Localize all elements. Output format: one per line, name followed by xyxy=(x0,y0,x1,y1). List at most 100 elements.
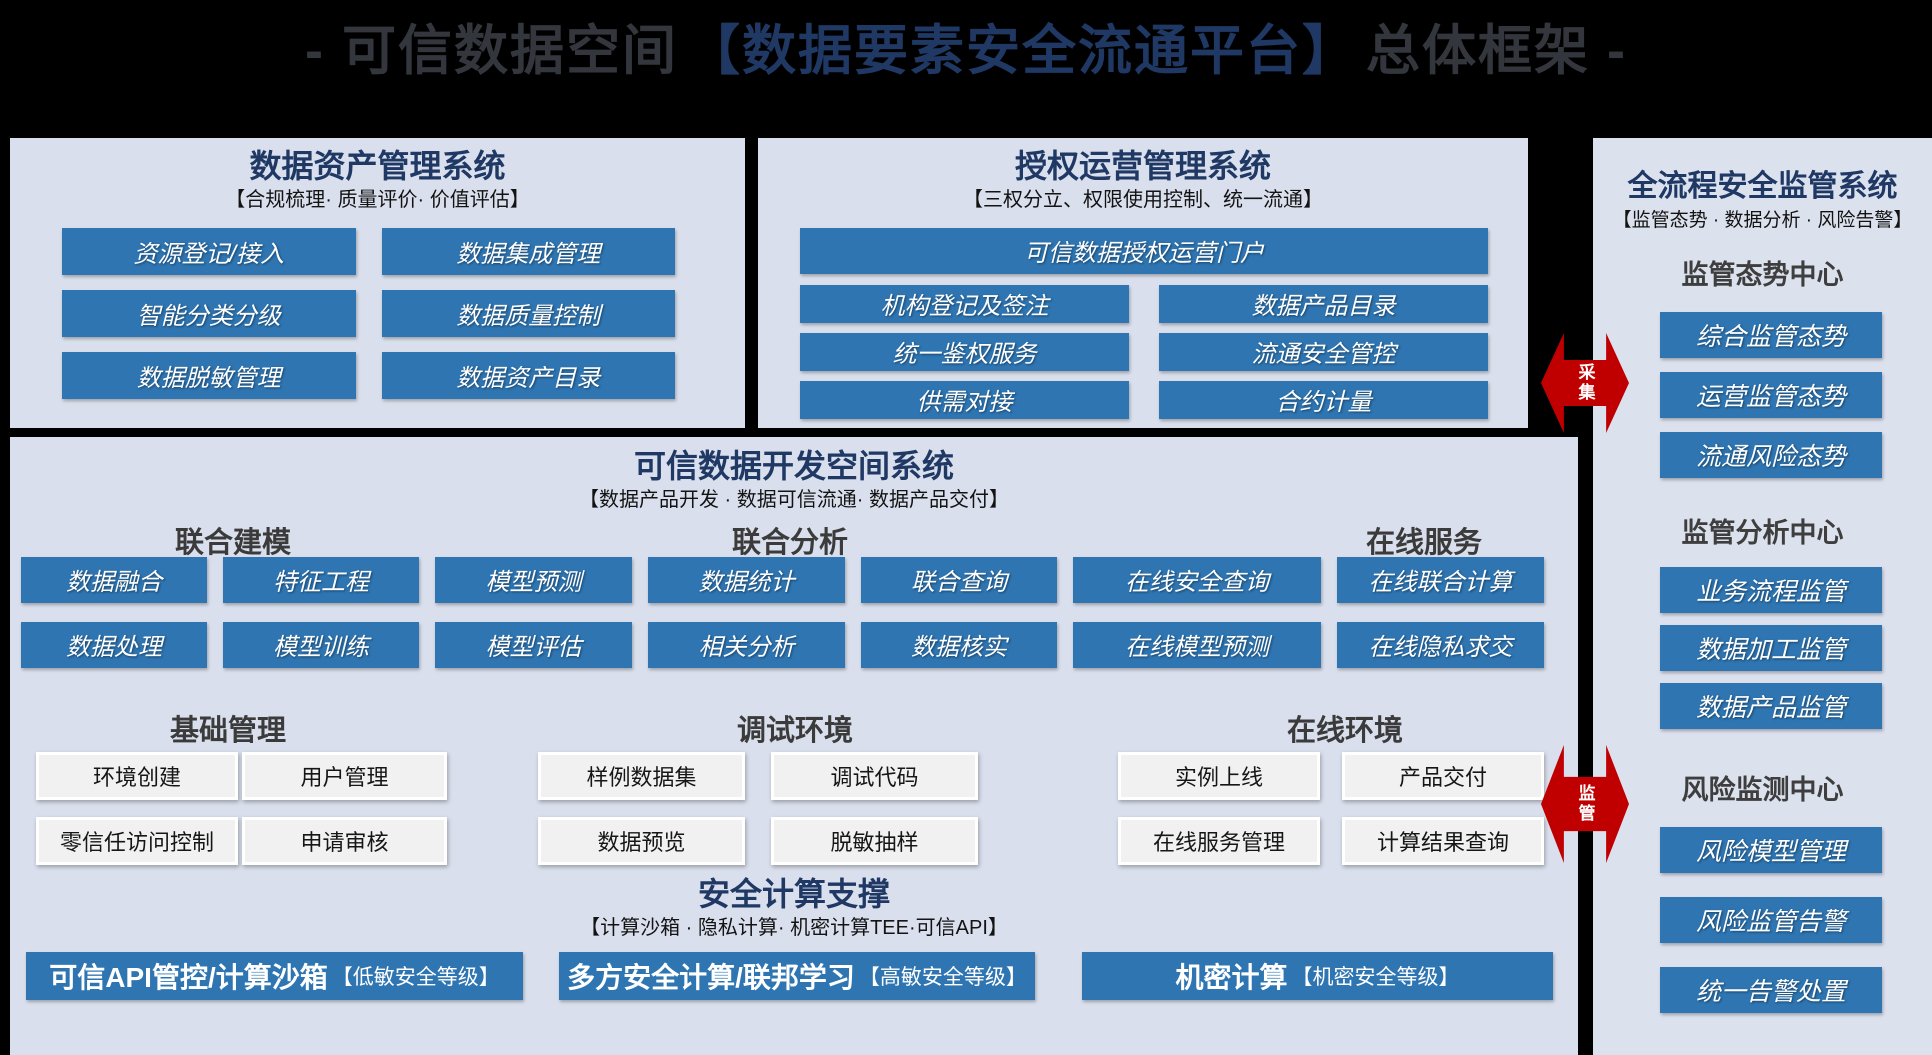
sup-module-chip: 业务流程监管 xyxy=(1660,567,1882,614)
asset-panel-title: 数据资产管理系统 xyxy=(249,148,506,184)
auth-panel-title: 授权运营管理系统 xyxy=(1014,148,1271,184)
basic-management-group: 零信任访问控制 申请审核 xyxy=(36,816,447,865)
env-module-chip: 零信任访问控制 xyxy=(36,816,238,865)
page-title: - 可信数据空间【数据要素安全流通平台】总体框架 - xyxy=(0,6,1932,85)
auth-module-chip: 合约计量 xyxy=(1159,380,1488,419)
title-suffix: 总体框架 - xyxy=(1366,21,1627,81)
dev-module-chip: 模型训练 xyxy=(223,621,419,668)
env-row-2: 零信任访问控制 申请审核 数据预览 脱敏抽样 在线服务管理 计算结果查询 xyxy=(10,816,1578,865)
env-module-chip: 环境创建 xyxy=(36,751,238,800)
sup-panel-subtitle: 【监管态势 · 数据分析 · 风险告警】 xyxy=(1612,209,1913,231)
asset-module-chip: 资源登记/接入 xyxy=(62,227,356,275)
dev-module-chip: 在线模型预测 xyxy=(1073,621,1321,668)
section-header: 风险监测中心 xyxy=(1681,775,1844,806)
banner-label: 多方安全计算/联邦学习 xyxy=(567,961,855,993)
dev-module-chip: 数据核实 xyxy=(861,621,1057,668)
dev-module-chip: 在线安全查询 xyxy=(1073,556,1321,603)
supervision-analysis-section: 监管分析中心 业务流程监管 数据加工监管 数据产品监管 xyxy=(1593,511,1932,730)
secure-banner-sandbox: 可信API管控/计算沙箱 【低敏安全等级】 xyxy=(26,951,523,1000)
group-header-joint-analysis: 联合分析 xyxy=(731,526,849,559)
secure-banner-mpc: 多方安全计算/联邦学习 【高敏安全等级】 xyxy=(559,951,1035,1000)
security-supervision-panel: 全流程安全监管系统 【监管态势 · 数据分析 · 风险告警】 监管态势中心 综合… xyxy=(1593,138,1932,1055)
dev-module-chip: 在线隐私求交 xyxy=(1337,621,1544,668)
sup-module-chip: 数据加工监管 xyxy=(1660,625,1882,672)
dev-module-chip: 数据融合 xyxy=(21,556,207,603)
env-row-1: 环境创建 用户管理 样例数据集 调试代码 实例上线 产品交付 xyxy=(10,751,1578,800)
env-module-chip: 用户管理 xyxy=(242,751,447,800)
group-header-basic-management: 基础管理 xyxy=(169,714,287,747)
env-module-chip: 计算结果查询 xyxy=(1342,816,1544,865)
secure-banner-confidential: 机密计算 【机密安全等级】 xyxy=(1082,951,1553,1000)
asset-module-chip: 数据集成管理 xyxy=(381,227,675,275)
asset-panel-subtitle: 【合规梳理· 质量评价· 价值评估】 xyxy=(225,188,530,211)
env-module-chip: 在线服务管理 xyxy=(1118,816,1320,865)
auth-module-chip: 数据产品目录 xyxy=(1159,284,1488,323)
dev-group-headers: 联合建模 联合分析 在线服务 xyxy=(10,519,1578,559)
dev-panel-title: 可信数据开发空间系统 xyxy=(633,448,954,484)
asset-module-chip: 智能分类分级 xyxy=(62,289,356,337)
section-buttons: 综合监管态势 运营监管态势 流通风险态势 xyxy=(1593,312,1932,479)
debug-environment-group: 样例数据集 调试代码 xyxy=(538,751,978,800)
dev-panel-subtitle: 【数据产品开发 · 数据可信流通· 数据产品交付】 xyxy=(579,488,1009,511)
title-prefix: - 可信数据空间 xyxy=(305,21,678,81)
sup-module-chip: 数据产品监管 xyxy=(1660,683,1882,730)
dev-module-chip: 在线联合计算 xyxy=(1337,556,1544,603)
secure-compute-subtitle: 【计算沙箱 · 隐私计算· 机密计算TEE·可信API】 xyxy=(580,916,1008,939)
risk-monitoring-section: 风险监测中心 风险模型管理 风险监管告警 统一告警处置 xyxy=(1593,768,1932,1014)
online-environment-group: 在线服务管理 计算结果查询 xyxy=(1118,816,1544,865)
env-module-chip: 数据预览 xyxy=(538,816,745,865)
banner-security-level: 【机密安全等级】 xyxy=(1291,965,1460,989)
banner-label: 可信API管控/计算沙箱 xyxy=(49,961,328,993)
auth-module-chip: 统一鉴权服务 xyxy=(800,332,1129,371)
section-header: 监管态势中心 xyxy=(1681,260,1844,291)
dev-module-chip: 相关分析 xyxy=(648,621,845,668)
dev-module-chip: 特征工程 xyxy=(223,556,419,603)
env-module-chip: 样例数据集 xyxy=(538,751,745,800)
banner-label: 机密计算 xyxy=(1175,961,1288,993)
section-buttons: 业务流程监管 数据加工监管 数据产品监管 xyxy=(1593,567,1932,730)
env-module-chip: 脱敏抽样 xyxy=(771,816,978,865)
secure-compute-title: 安全计算支撑 xyxy=(697,875,890,912)
sup-panel-title: 全流程安全监管系统 xyxy=(1627,170,1898,203)
debug-environment-group: 数据预览 脱敏抽样 xyxy=(538,816,978,865)
sup-module-chip: 风险模型管理 xyxy=(1660,827,1882,874)
auth-module-chip: 流通安全管控 xyxy=(1159,332,1488,371)
env-module-chip: 实例上线 xyxy=(1118,751,1320,800)
sup-module-chip: 综合监管态势 xyxy=(1660,312,1882,359)
basic-management-group: 环境创建 用户管理 xyxy=(36,751,447,800)
collect-arrow-label: 采集 xyxy=(1575,363,1595,403)
trusted-data-dev-space-panel: 可信数据开发空间系统 【数据产品开发 · 数据可信流通· 数据产品交付】 联合建… xyxy=(10,437,1578,1055)
supervision-situation-section: 监管态势中心 综合监管态势 运营监管态势 流通风险态势 xyxy=(1593,253,1932,479)
sup-module-chip: 风险监管告警 xyxy=(1660,897,1882,944)
group-header-online-environment: 在线环境 xyxy=(1286,714,1404,747)
auth-panel-subtitle: 【三权分立、权限使用控制、统一流通】 xyxy=(963,188,1323,211)
banner-security-level: 【低敏安全等级】 xyxy=(331,965,500,989)
online-environment-group: 实例上线 产品交付 xyxy=(1118,751,1544,800)
auth-module-chip: 供需对接 xyxy=(800,380,1129,419)
env-module-chip: 调试代码 xyxy=(771,751,978,800)
env-module-chip: 申请审核 xyxy=(242,816,447,865)
asset-module-chip: 数据资产目录 xyxy=(381,351,675,399)
env-module-chip: 产品交付 xyxy=(1342,751,1544,800)
dev-module-row-2: 数据处理 模型训练 模型评估 相关分析 数据核实 在线模型预测 在线隐私求交 xyxy=(10,621,1578,668)
dev-module-chip: 数据统计 xyxy=(648,556,845,603)
asset-module-chip: 数据脱敏管理 xyxy=(62,351,356,399)
group-header-online-service: 在线服务 xyxy=(1365,526,1483,559)
auth-module-chip: 机构登记及签注 xyxy=(800,284,1129,323)
auth-button-grid: 机构登记及签注 数据产品目录 统一鉴权服务 流通安全管控 供需对接 合约计量 xyxy=(800,284,1488,419)
dev-module-chip: 数据处理 xyxy=(21,621,207,668)
sup-module-chip: 运营监管态势 xyxy=(1660,372,1882,419)
asset-module-chip: 数据质量控制 xyxy=(381,289,675,337)
group-header-debug-environment: 调试环境 xyxy=(736,714,854,747)
sup-module-chip: 流通风险态势 xyxy=(1660,432,1882,479)
dev-module-row-1: 数据融合 特征工程 模型预测 数据统计 联合查询 在线安全查询 在线联合计算 xyxy=(10,556,1578,603)
authorized-operation-panel: 授权运营管理系统 【三权分立、权限使用控制、统一流通】 可信数据授权运营门户 机… xyxy=(758,138,1528,428)
dev-module-chip: 模型评估 xyxy=(435,621,632,668)
asset-button-grid: 资源登记/接入 数据集成管理 智能分类分级 数据质量控制 数据脱敏管理 数据资产… xyxy=(62,227,675,399)
trusted-data-portal-chip: 可信数据授权运营门户 xyxy=(800,227,1488,274)
supervise-arrow-label: 监管 xyxy=(1575,784,1595,824)
group-header-joint-modeling: 联合建模 xyxy=(174,526,292,559)
secure-compute-banners: 可信API管控/计算沙箱 【低敏安全等级】 多方安全计算/联邦学习 【高敏安全等… xyxy=(26,951,1578,1000)
env-group-headers: 基础管理 调试环境 在线环境 xyxy=(10,707,1578,747)
sup-module-chip: 统一告警处置 xyxy=(1660,967,1882,1014)
